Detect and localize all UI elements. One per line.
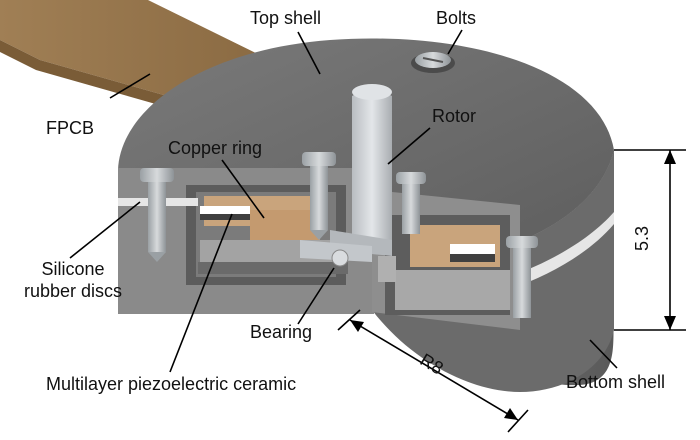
label-bolts: Bolts	[436, 8, 477, 28]
bolt-left-1	[140, 168, 174, 262]
bolt-right-2	[506, 236, 538, 318]
label-silicone: Silicone rubber discs	[8, 258, 138, 302]
label-bearing: Bearing	[250, 322, 313, 342]
leader-piezo	[169, 213, 233, 373]
leader-bolts	[447, 29, 463, 55]
bolt-top	[411, 52, 455, 73]
piezo-left-dark	[200, 214, 250, 220]
label-top-shell: Top shell	[250, 8, 322, 28]
dim-height-arrow-bottom	[664, 316, 676, 330]
dim-radius-tick-left	[337, 309, 361, 331]
leader-copper-ring	[221, 159, 265, 219]
piezo-left-white	[200, 206, 250, 214]
piezo-right-dark	[450, 254, 495, 262]
shelf-left-lower	[198, 262, 348, 274]
dim-height-arrow-top	[664, 150, 676, 164]
piezo-right-white	[450, 244, 495, 254]
shelf-right	[395, 270, 510, 310]
leader-silicone	[69, 201, 141, 259]
leader-top-shell	[297, 31, 321, 75]
label-piezo: Multilayer piezoelectric ceramic	[46, 374, 297, 394]
leader-bottom-shell	[589, 339, 618, 369]
rotor-shaft	[300, 84, 392, 262]
label-silicone-line2: rubber discs	[23, 281, 123, 301]
rotor-base	[378, 256, 396, 282]
dim-radius-arrow-left	[350, 320, 364, 332]
dim-radius-tick-right	[507, 409, 529, 433]
label-copper-ring: Copper ring	[168, 138, 263, 158]
label-rotor: Rotor	[432, 106, 477, 126]
label-silicone-line1: Silicone	[41, 259, 105, 279]
label-bottom-shell: Bottom shell	[566, 372, 666, 392]
leader-bearing	[297, 267, 335, 325]
dim-radius-arrow-right	[504, 408, 518, 420]
leader-rotor	[387, 127, 431, 165]
bearing-ball	[331, 249, 349, 267]
dim-radius-line	[349, 319, 519, 421]
label-fpcb: FPCB	[46, 118, 95, 138]
leader-fpcb	[109, 73, 151, 99]
bolt-left-2	[302, 152, 336, 240]
bolt-right-1	[396, 172, 426, 234]
dimension-height-label: 5.3	[632, 225, 653, 252]
